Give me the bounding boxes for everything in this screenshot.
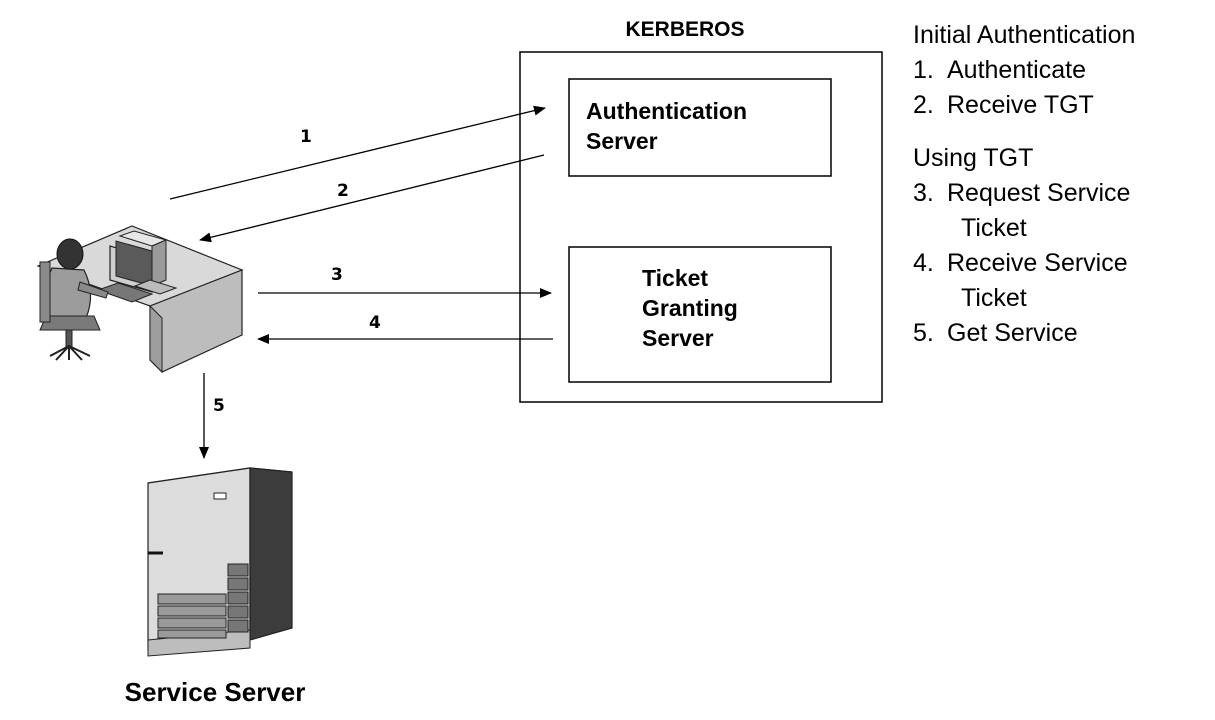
authentication-server-label-line: Server bbox=[586, 128, 658, 154]
arrow-2 bbox=[199, 154, 545, 243]
using-tgt-heading: Using TGT bbox=[913, 144, 1034, 172]
step-text: Receive TGT bbox=[947, 91, 1094, 119]
ticket-granting-server-label: Ticket Granting Server bbox=[642, 263, 738, 353]
authentication-server-label-line: Authentication bbox=[586, 98, 747, 124]
step-1: 1. Authenticate bbox=[913, 53, 1135, 88]
step-3: 3. Request Service bbox=[913, 176, 1135, 211]
arrow-3-label: 3 bbox=[331, 265, 343, 285]
ticket-granting-server-label-line: Granting bbox=[642, 295, 738, 321]
step-number: 2. bbox=[913, 91, 934, 119]
user-workstation-icon bbox=[36, 225, 244, 374]
step-text: Get Service bbox=[947, 319, 1078, 347]
ticket-granting-server-label-line: Server bbox=[642, 325, 714, 351]
arrow-4-label: 4 bbox=[369, 313, 381, 333]
initial-authentication-heading: Initial Authentication bbox=[913, 21, 1136, 49]
arrow-5-label: 5 bbox=[213, 396, 225, 416]
step-number: 1. bbox=[913, 56, 934, 84]
step-2: 2. Receive TGT bbox=[913, 88, 1135, 123]
step-3-continuation: Ticket bbox=[961, 214, 1027, 242]
ticket-granting-server-label-line: Ticket bbox=[642, 265, 709, 291]
service-server-icon bbox=[147, 467, 293, 657]
step-text: Request Service bbox=[947, 179, 1131, 207]
step-4: 4. Receive Service bbox=[913, 246, 1135, 281]
step-5: 5. Get Service bbox=[913, 316, 1135, 351]
step-number: 5. bbox=[913, 319, 934, 347]
spacer bbox=[913, 123, 1135, 141]
step-number: 3. bbox=[913, 179, 934, 207]
step-number: 4. bbox=[913, 249, 934, 277]
service-server-label: Service Server bbox=[124, 677, 306, 707]
kerberos-boundary bbox=[519, 51, 883, 403]
authentication-server-box bbox=[568, 78, 832, 177]
ticket-granting-server-box bbox=[568, 246, 832, 383]
arrow-1 bbox=[169, 105, 546, 200]
step-text: Authenticate bbox=[947, 56, 1086, 84]
step-4-continuation: Ticket bbox=[961, 284, 1027, 312]
arrow-2-label: 2 bbox=[337, 181, 349, 201]
arrow-1-label: 1 bbox=[300, 127, 312, 147]
authentication-server-label: Authentication Server bbox=[586, 96, 747, 156]
kerberos-title: KERBEROS bbox=[625, 18, 745, 41]
step-text: Receive Service bbox=[947, 249, 1128, 277]
steps-legend: Initial Authentication 1. Authenticate 2.… bbox=[913, 18, 1135, 351]
